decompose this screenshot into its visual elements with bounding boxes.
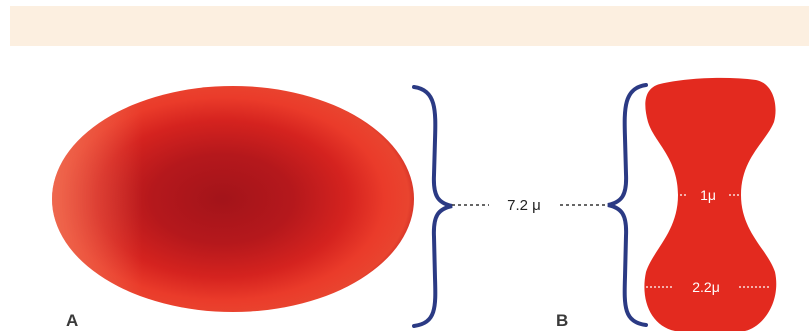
right-bracket — [608, 85, 646, 325]
center-thickness-label: 1μ — [700, 187, 716, 203]
left-bracket — [414, 87, 452, 326]
rbc-face-view — [52, 86, 414, 312]
rbc-rim-highlight — [52, 86, 414, 312]
panel-a-label: A — [66, 311, 78, 330]
panel-b-label: B — [556, 311, 568, 330]
edge-thickness-label: 2.2μ — [692, 279, 720, 295]
diameter-label: 7.2 μ — [507, 197, 541, 214]
